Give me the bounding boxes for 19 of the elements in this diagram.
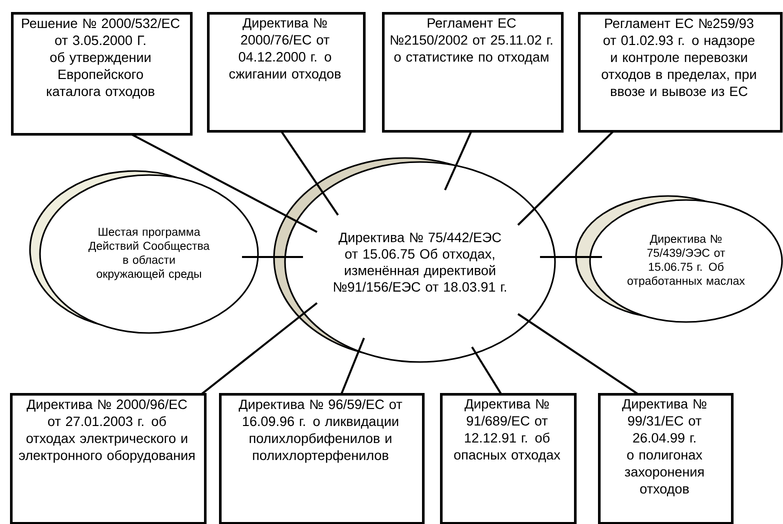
connector-line [471,346,502,395]
connector-line [200,302,318,396]
document-box: Директива № 91/689/ЕС от 12.12.91 г. об опасных отходах [440,393,577,524]
connector-line [444,130,472,190]
connector-line [340,338,365,395]
document-box: Регламент ЕС №259/93 от 01.02.93 г. о надзоре и контроле перевозки отходов в пределах, при ввозе и вывозе из ЕС [578,12,783,133]
document-box: Решение № 2000/532/ЕС от 3.05.2000 Г. об утверждении Европейского каталога отходов [11,12,193,136]
connector-line [280,130,339,216]
document-box: Директива № 2000/76/ЕС от 04.12.2000 г. о сжигании отходов [207,12,366,133]
document-box: Директива № 99/31/ЕС от 26.04.99 г. о полигонах захоронения отходов [598,393,734,524]
connector-line [517,313,639,396]
document-box: Регламент ЕС №2150/2002 от 25.11.02 г. о статистике по отходам [382,12,564,133]
document-box: Директива № 2000/96/ЕС от 27.01.2003 г. об отходах электрического и электронного оборудования [10,393,207,524]
node-label: Директива № 75/439/ЭЭС от 15.06.75 г. Об отработанных маслах [628,234,745,288]
connector-line [130,133,318,233]
connector-line [242,256,303,258]
document-box: Директива № 96/59/ЕС от 16.09.96 г. о ликвидации полихлорбифенилов и полихлортерфенилов [219,393,425,524]
connector-line [540,256,602,258]
connector-line [517,130,614,226]
